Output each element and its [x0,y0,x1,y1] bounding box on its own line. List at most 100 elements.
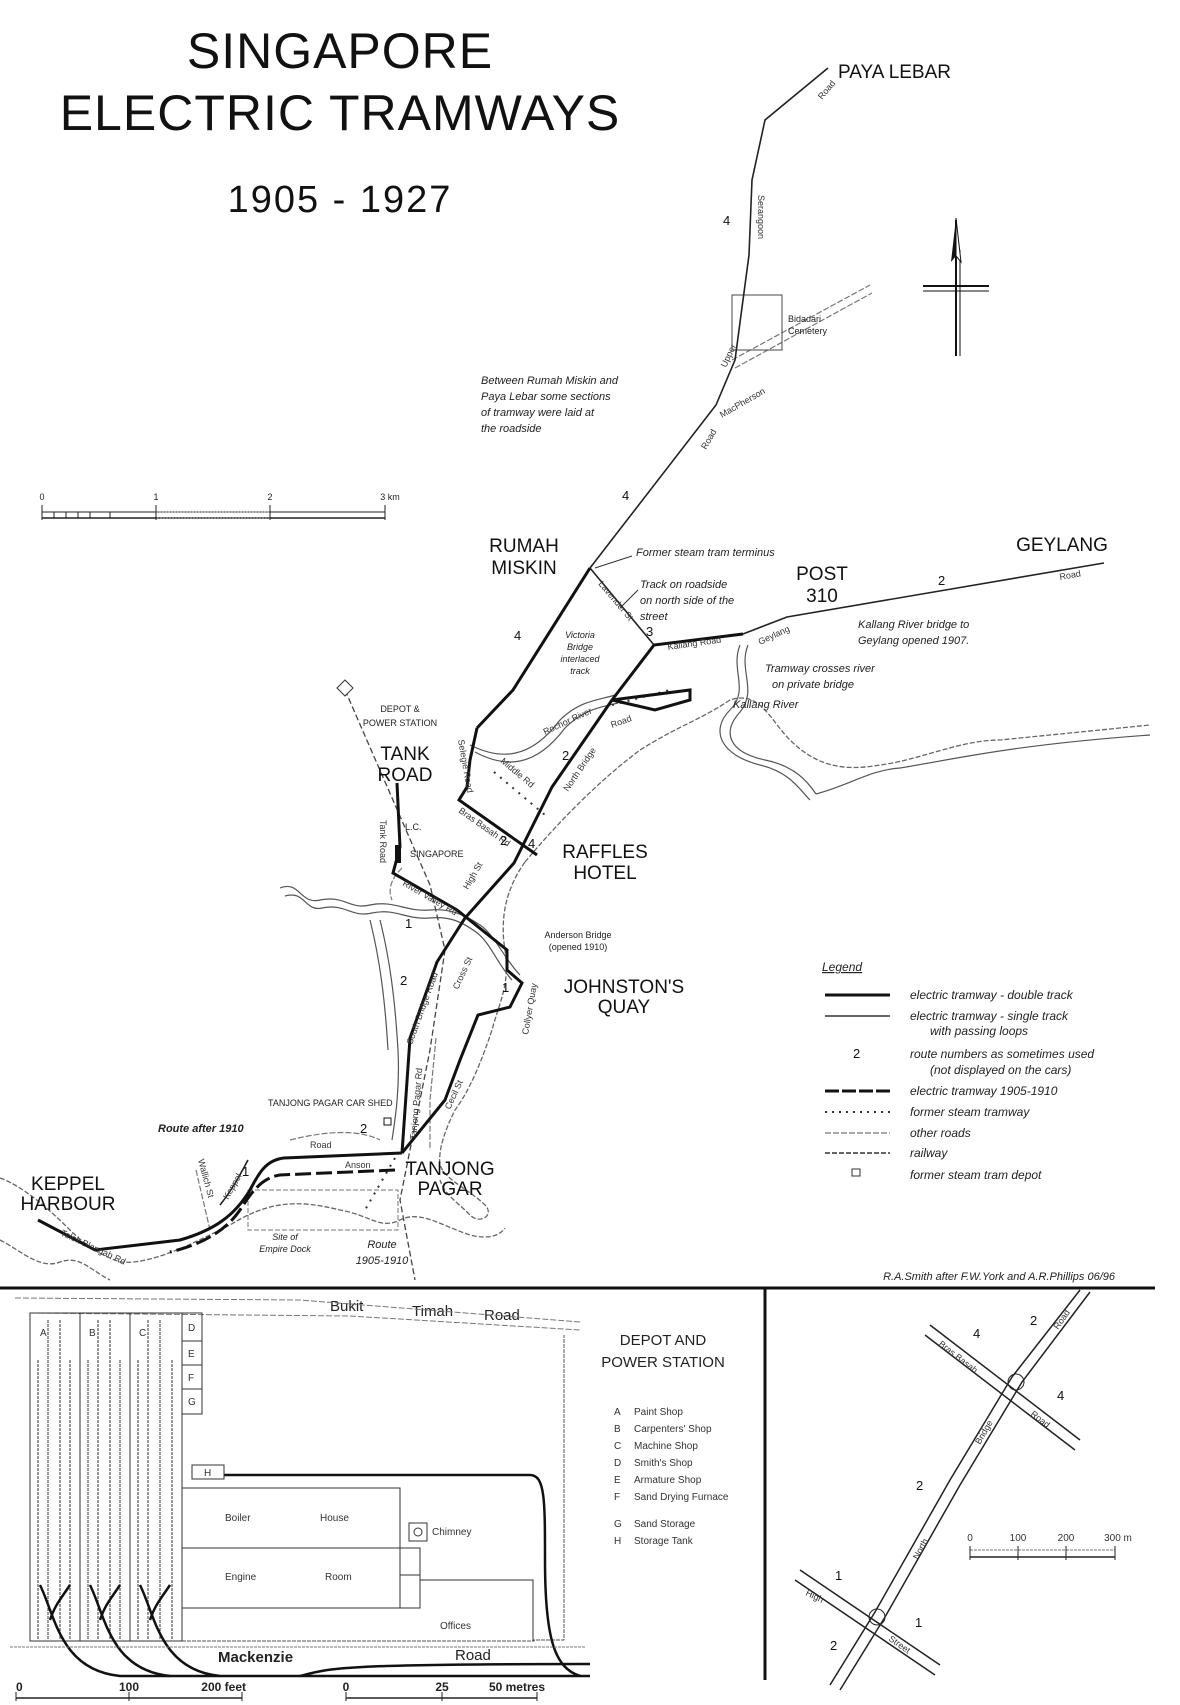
label-cemetery: Cemetery [788,326,828,336]
key-text: Paint Shop [634,1407,683,1418]
route-number: 2 [916,1478,923,1493]
scale-tick: 0 [967,1533,973,1544]
shed-letter: D [188,1323,195,1334]
key-text: Sand Storage [634,1519,696,1530]
label-post-310: 310 [806,586,838,607]
note: Tramway crosses river [765,663,876,675]
scale-tick: 3 km [380,492,400,502]
route-number: 2 [500,833,507,848]
legend-text: former steam tram depot [910,1168,1042,1182]
note: Geylang opened 1907. [858,635,969,647]
note: Between Rumah Miskin and [481,375,619,387]
label-johnstons-quay: QUAY [598,997,651,1018]
road-label: Timah [412,1303,453,1320]
note: on private bridge [772,679,854,691]
key-letter: E [614,1475,621,1486]
shed-letter: C [139,1328,146,1339]
tram-routes [37,67,1105,1254]
legend-title: Legend [822,960,862,974]
route-1905-1910 [169,1168,396,1254]
scale-tick: 0 [16,1680,23,1694]
key-letter: B [614,1424,621,1435]
title-line1: SINGAPORE [187,23,493,79]
road-label: Road [1029,1409,1052,1430]
route-number: 1 [242,1164,249,1179]
label-depot: POWER STATION [363,718,437,728]
shed-letter: B [89,1328,96,1339]
road-label: Mackenzie [218,1649,293,1666]
note: the roadside [481,423,542,435]
note: interlaced [560,654,600,664]
scale-tick: 1 [153,492,158,502]
railway-line [336,679,446,1281]
legend-text: electric tramway - double track [910,988,1074,1002]
road-label: MacPherson [718,386,767,420]
label-tanjong-pagar: PAGAR [417,1179,482,1200]
scale-tick: 0 [343,1680,350,1694]
legend-text: electric tramway - single track [910,1009,1069,1023]
note: Victoria [565,630,595,640]
road-label: Cross St [451,955,475,991]
road-label: Lavender St [596,579,635,623]
note: Kallang River [733,699,800,711]
scale-tick: 200 [1058,1533,1075,1544]
key-letter: C [614,1441,621,1452]
title-years: 1905 - 1927 [228,179,453,221]
junction-inset: Bras Basah Road Road Bridge North High S… [794,1289,1132,1691]
route-number: 1 [405,916,412,931]
route-number: 4 [622,488,629,503]
key-letter: A [614,1407,621,1418]
title-line2: ELECTRIC TRAMWAYS [60,85,621,141]
key-letter: G [614,1519,622,1530]
label-tank-road: TANK [380,744,430,765]
label-post-310: POST [796,564,848,585]
key-text: Armature Shop [634,1475,702,1486]
road-label: Rochor River [542,706,594,737]
route-high-street-quay [391,782,524,1154]
route-geylang [742,562,1105,635]
map-legend: Legend electric tramway - double track e… [822,960,1094,1182]
road-label: Road [609,713,633,730]
road-label: Bukit [330,1298,364,1315]
route-number: 4 [973,1326,980,1341]
scale-tick: 0 [39,492,44,502]
road-label: Road [484,1307,520,1324]
shed-letter: A [40,1328,47,1339]
depot-inset-title: DEPOT AND [620,1332,707,1349]
annotations: Between Rumah Miskin and Paya Lebar some… [158,375,969,1267]
note: Empire Dock [259,1244,311,1254]
label-tank-road: ROAD [378,765,433,786]
route-serangoon [475,567,592,730]
legend-text: (not displayed on the cars) [930,1063,1071,1077]
label-paya-lebar: PAYA LEBAR [838,62,951,83]
building-label: Engine [225,1572,257,1583]
legend-text: route numbers as sometimes used [910,1047,1094,1061]
road-label: Kallang Road [667,635,722,652]
key-text: Carpenters' Shop [634,1424,712,1435]
north-arrow-icon [923,217,989,356]
label-level-crossing: L.C. [405,822,422,832]
route-number: 2 [562,748,569,763]
route-number: 2 [400,973,407,988]
road-label: Tank Road [378,820,388,863]
key-text: Smith's Shop [634,1458,693,1469]
route-number: 2 [1030,1313,1037,1328]
key-text: Sand Drying Furnace [634,1492,729,1503]
legend-text: former steam tramway [910,1105,1030,1119]
label-depot: DEPOT & [380,704,419,714]
map-credit: R.A.Smith after F.W.York and A.R.Phillip… [883,1271,1116,1283]
road-label: South Bridge Road [404,971,439,1046]
note: Bridge [567,642,593,652]
scale-tick: 50 metres [489,1680,545,1694]
route-numbers: 4 4 4 2 3 2 2 4 1 1 2 1 2 [242,213,945,1179]
shed-letter: E [188,1349,195,1360]
route-number: 4 [514,628,521,643]
scale-bar-feet: 0 100 200 feet [15,1680,246,1701]
route-number: 4 [723,213,730,228]
label-rumah-miskin: MISKIN [491,558,556,579]
route-number: 2 [830,1638,837,1653]
map-title: SINGAPORE ELECTRIC TRAMWAYS 1905 - 1927 [60,23,621,221]
road-label: Road [1059,568,1082,582]
